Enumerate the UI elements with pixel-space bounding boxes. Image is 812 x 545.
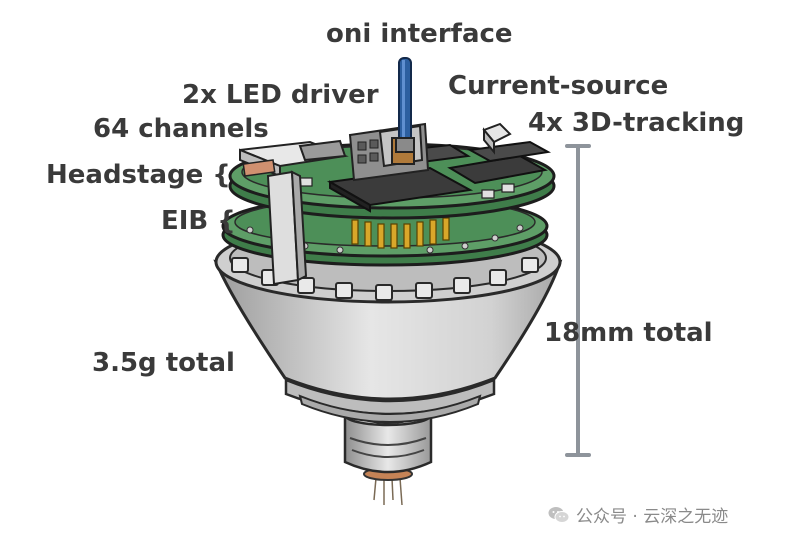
label-tracking: 4x 3D-tracking — [528, 108, 745, 138]
watermark-text: 公众号 · 云深之无迹 — [576, 507, 729, 527]
label-height-total: 18mm total — [544, 318, 713, 348]
label-eib: EIB { — [161, 206, 236, 236]
tether-cable — [395, 57, 415, 153]
bottom-pins — [373, 477, 403, 506]
headstage-board — [228, 122, 556, 286]
height-scale-bar — [565, 144, 591, 457]
label-headstage: Headstage { — [46, 160, 231, 190]
label-weight-total: 3.5g total — [92, 348, 235, 378]
label-current-source: Current-source — [448, 71, 669, 101]
label-channels: 64 channels — [93, 114, 269, 144]
label-led-driver: 2x LED driver — [182, 80, 379, 110]
label-oni-interface: oni interface — [326, 19, 513, 49]
gold-pins — [351, 217, 450, 249]
watermark: 公众号 · 云深之无迹 — [548, 502, 728, 527]
oni-connector — [348, 122, 430, 182]
wechat-icon — [548, 506, 570, 523]
